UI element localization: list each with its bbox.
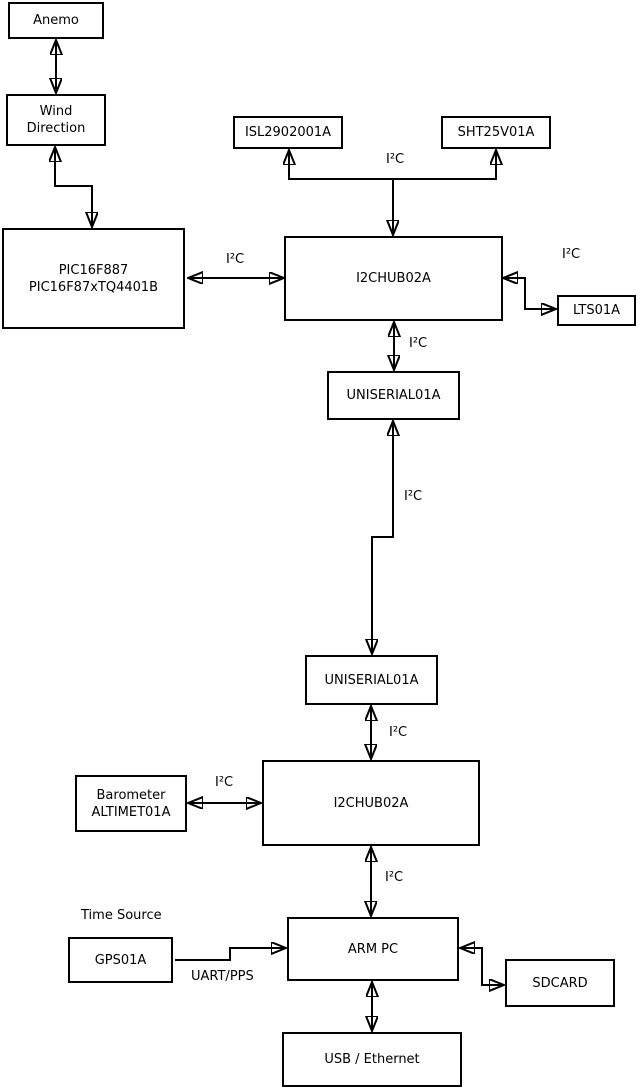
wire-armpc-sdcard [461, 948, 503, 985]
label-i2c-uniserial-hub2: I²C [389, 725, 408, 740]
node-usb-ethernet: USB / Ethernet [282, 1032, 462, 1087]
label-i2c-bus-top: I²C [386, 152, 405, 167]
label-i2c-hub2-arm: I²C [385, 870, 404, 885]
node-i2chub02a-bottom: I2CHUB02A [262, 760, 480, 846]
label-uart-pps: UART/PPS [191, 969, 254, 984]
label-time-source: Time Source [81, 908, 162, 923]
label-i2c-hub-uniserial: I²C [409, 336, 428, 351]
node-barometer: Barometer ALTIMET01A [75, 775, 187, 832]
label-i2c-hub-lts: I²C [562, 247, 581, 262]
node-wind-direction: Wind Direction [6, 94, 106, 146]
wire-uniserial-uniserial [372, 422, 393, 653]
node-gps01a: GPS01A [68, 937, 173, 983]
node-anemo: Anemo [8, 2, 104, 39]
node-uniserial01a-bottom-label: UNISERIAL01A [324, 672, 419, 688]
label-i2c-pic-hub: I²C [226, 252, 245, 267]
node-pic16f887: PIC16F887 PIC16F87xTQ4401B [2, 228, 185, 329]
node-uniserial01a-bottom: UNISERIAL01A [305, 655, 438, 705]
node-lts01a: LTS01A [557, 295, 636, 326]
label-i2c-barometer: I²C [215, 775, 234, 790]
node-uniserial01a-top-label: UNISERIAL01A [346, 388, 441, 403]
wire-i2chub-lts [504, 278, 555, 309]
node-pic16f887-label: PIC16F887 PIC16F87xTQ4401B [28, 262, 159, 295]
node-wind-direction-label: Wind Direction [26, 104, 86, 136]
node-uniserial01a-top: UNISERIAL01A [327, 371, 460, 420]
label-i2c-uniserial-link: I²C [404, 489, 423, 504]
node-sht25v01a: SHT25V01A [441, 116, 551, 149]
node-sdcard: SDCARD [505, 959, 615, 1007]
node-isl2902001a: ISL2902001A [233, 116, 343, 149]
node-i2chub02a-bottom-label: I2CHUB02A [333, 795, 409, 811]
node-arm-pc-label: ARM PC [347, 941, 399, 957]
node-lts01a-label: LTS01A [572, 303, 621, 318]
node-anemo-label: Anemo [33, 13, 79, 28]
node-sht25v01a-label: SHT25V01A [457, 125, 535, 140]
node-sdcard-label: SDCARD [532, 975, 588, 991]
node-barometer-label: Barometer ALTIMET01A [91, 787, 171, 820]
node-i2chub02a-top: I2CHUB02A [284, 236, 503, 321]
node-gps01a-label: GPS01A [94, 952, 147, 968]
wire-gps-armpc [175, 948, 285, 961]
node-i2chub02a-top-label: I2CHUB02A [356, 271, 431, 286]
node-usb-ethernet-label: USB / Ethernet [324, 1052, 420, 1067]
wire-winddirection-pic [55, 148, 92, 226]
node-isl2902001a-label: ISL2902001A [244, 125, 332, 140]
node-arm-pc: ARM PC [287, 917, 459, 981]
